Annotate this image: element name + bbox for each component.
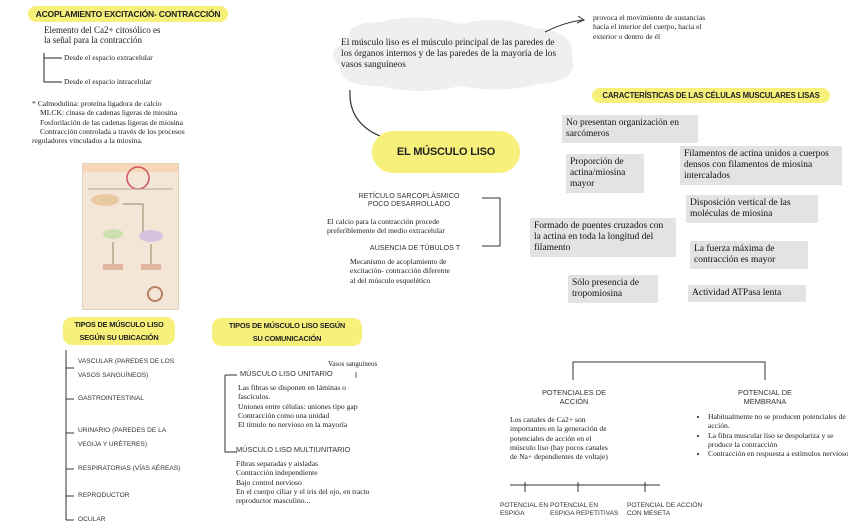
multiunitario-title: MÚSCULO LISO MULTIUNITARIO: [236, 446, 350, 455]
note-line: reguladores vinculados a la miosina.: [32, 136, 272, 145]
intro-line: la señal para la contracción: [44, 35, 234, 45]
subtype-line: POTENCIAL DE ACCIÓN: [627, 502, 707, 510]
characteristic-box: Sólo presencia de tropomiosina: [568, 275, 658, 303]
movement-line: hacia el interior del cuerpo, hacia el: [593, 22, 793, 31]
accion-line: de Na+ dependientes de voltaje): [510, 452, 660, 461]
ubicacion-title-line: SEGÚN SU UBICACIÓN: [63, 331, 175, 344]
membrana-bullet: Contracción en respuesta a estímulos ner…: [708, 449, 848, 458]
source-intracellular: Desde el espacio intracelular: [64, 77, 152, 86]
ubicacion-item: REPRODUCTOR: [78, 492, 130, 500]
accion-line: Los canales de Ca2+ son: [510, 415, 660, 424]
membrana-bullet: Habitualmente no se producen potenciales…: [708, 412, 848, 431]
multi-line: Fibras separadas y aisladas: [236, 459, 436, 468]
unitario-line: Las fibras se disponen en láminas o: [238, 383, 428, 392]
ubicacion-item: URINARIO (PAREDES DE LA: [78, 427, 166, 435]
unitario-title: MÚSCULO LISO UNITARIO: [240, 370, 333, 379]
membrana-bullet: La fibra muscular liso se despolariza y …: [708, 431, 848, 450]
note-line: MLCK: cinasa de cadenas ligeras de miosi…: [32, 108, 272, 117]
tubulos-line: Mecanismo de acoplamiento de: [350, 257, 490, 266]
potenciales-accion-title: POTENCIALES DE ACCIÓN: [538, 389, 610, 406]
ubicacion-item: GASTROINTESTINAL: [78, 395, 144, 403]
source-extracellular: Desde el espacio extracelular: [64, 53, 153, 62]
potencial-espiga-repetitivas: POTENCIAL EN ESPIGA REPETITIVAS: [550, 502, 620, 518]
subtype-line: ESPIGA REPETITIVAS: [550, 510, 620, 518]
characteristic-box: Actividad ATPasa lenta: [688, 285, 806, 302]
pathway-diagram-icon: [83, 164, 178, 309]
tubulos-text: Mecanismo de acoplamiento de excitación-…: [350, 257, 490, 285]
characteristic-box: Proporción de actina/miosina mayor: [566, 154, 644, 193]
unitario-line: Uniones entre células: uniones tipo gap: [238, 402, 428, 411]
ubicacion-title: TIPOS DE MÚSCULO LISO SEGÚN SU UBICACIÓN: [63, 317, 175, 345]
accion-line: músculo liso (hay pocos canales: [510, 443, 660, 452]
potencial-meseta: POTENCIAL DE ACCIÓN CON MESETA: [627, 502, 707, 518]
accion-text: Los canales de Ca2+ son importantes en l…: [510, 415, 660, 461]
ubicacion-item: VASCULAR (PAREDES DE LOS: [78, 358, 174, 366]
multi-line: Bajo control nervioso: [236, 478, 436, 487]
unitario-text: Las fibras se disponen en láminas o fasc…: [238, 383, 428, 429]
note-line: * Calmodulina: proteína ligadora de calc…: [32, 99, 272, 108]
ubicacion-item: RESPIRATORIAS (VÍAS AÉREAS): [78, 465, 180, 473]
tubulos-title: AUSENCIA DE TÚBULOS T: [360, 244, 470, 252]
movement-text: provoca el movimiento de sustancias haci…: [593, 13, 793, 41]
potencial-membrana-title: POTENCIAL DE MEMBRANA: [728, 389, 802, 406]
multi-line: Contracción independiente: [236, 468, 436, 477]
reticulo-line: preferiblemente del medio extracelular: [327, 226, 497, 235]
movement-line: exterior o dentro de él: [593, 32, 793, 41]
tubulos-line: excitación- contracción diferente: [350, 266, 490, 275]
note-line: Contracción controlada a través de los p…: [32, 127, 272, 136]
comunicacion-title-line: SU COMUNICACIÓN: [212, 332, 362, 345]
comunicacion-title-line: TIPOS DE MÚSCULO LISO SEGÚN: [212, 319, 362, 332]
intro-text: Elemento del Ca2+ citosólico es la señal…: [44, 25, 234, 46]
accion-line: importantes en la generación de: [510, 424, 660, 433]
reticulo-line: El calcio para la contracción procede: [327, 217, 497, 226]
multi-line: En el cuerpo ciliar y el iris del ojo, e…: [236, 487, 436, 496]
multi-line: reproductor masculino...: [236, 496, 436, 505]
calmodulin-notes: * Calmodulina: proteína ligadora de calc…: [32, 99, 272, 145]
unitario-line: El tímulo no nervioso en la mayoría: [238, 420, 428, 429]
vasos-label: Vasos sanguíneos: [328, 360, 377, 368]
note-line: Fosforilación de las cadenas ligeras de …: [32, 118, 272, 127]
cloud-definition: El músculo liso es el músculo principal …: [341, 38, 566, 70]
characteristic-box: Disposición vertical de las moléculas de…: [686, 195, 818, 223]
reticulo-title-line: POCO DESARROLLADO: [349, 200, 469, 208]
intro-line: Elemento del Ca2+ citosólico es: [44, 25, 234, 35]
multiunitario-text: Fibras separadas y aisladas Contracción …: [236, 459, 436, 505]
characteristic-box: Filamentos de actina unidos a cuerpos de…: [680, 146, 842, 185]
subtype-line: POTENCIAL EN: [550, 502, 620, 510]
accion-title-line: ACCIÓN: [538, 398, 610, 407]
ubicacion-item: VASOS SANGUÍNEOS): [78, 372, 148, 380]
comunicacion-title: TIPOS DE MÚSCULO LISO SEGÚN SU COMUNICAC…: [212, 318, 362, 346]
reticulo-title: RETÍCULO SARCOPLÁSMICO POCO DESARROLLADO: [349, 192, 469, 209]
characteristic-box: No presentan organización en sarcómeros: [562, 115, 698, 143]
unitario-line: fascículos.: [238, 392, 428, 401]
membrana-list: Habitualmente no se producen potenciales…: [696, 412, 848, 458]
characteristic-box: La fuerza máxima de contracción es mayor: [690, 241, 808, 269]
movement-line: provoca el movimiento de sustancias: [593, 13, 793, 22]
characteristics-title: CARACTERÍSTICAS DE LAS CÉLULAS MUSCULARE…: [592, 88, 830, 103]
tubulos-line: al del músculo esquelético: [350, 276, 490, 285]
calcium-pathway-figure: [82, 163, 179, 310]
reticulo-text: El calcio para la contracción procede pr…: [327, 217, 497, 236]
subtype-line: CON MESETA: [627, 510, 707, 518]
unitario-line: Contracción como una unidad: [238, 411, 428, 420]
excitation-contraction-title: ACOPLAMIENTO EXCITACIÓN- CONTRACCIÓN: [28, 6, 228, 22]
main-title: EL MÚSCULO LISO: [372, 131, 520, 173]
characteristic-box: Formado de puentes cruzados con la actin…: [530, 218, 676, 257]
membrana-title-line: MEMBRANA: [728, 398, 802, 407]
ubicacion-item: OCULAR: [78, 516, 105, 524]
accion-line: potenciales de acción en el: [510, 434, 660, 443]
ubicacion-item: VEGIJA Y URÉTERES): [78, 441, 147, 449]
ubicacion-title-line: TIPOS DE MÚSCULO LISO: [63, 318, 175, 331]
